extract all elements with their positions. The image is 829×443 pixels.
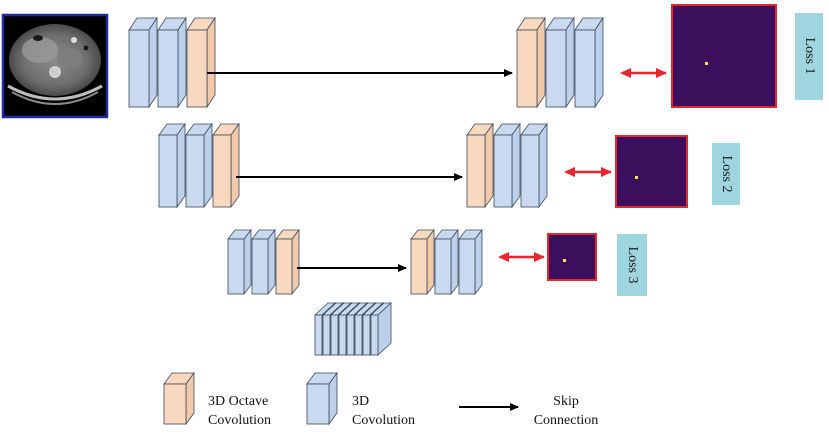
encoder-level3-conv-block-2 <box>251 228 276 296</box>
legend-skip-line1: Skip <box>553 394 579 409</box>
loss-box-3: Loss 3 <box>617 234 647 296</box>
legend-conv-line1: 3D <box>352 394 369 409</box>
encoder-level3-conv-block-1 <box>227 228 252 296</box>
encoder-level2-conv-block-1 <box>158 122 186 209</box>
loss-label-3: Loss 3 <box>625 247 640 284</box>
decoder-level1-octave-block-1 <box>516 16 546 109</box>
encoder-level2-octave-block-3 <box>212 122 240 209</box>
decoder-level3-octave-block-1 <box>410 228 435 296</box>
decoder-level3-conv-block-2 <box>434 228 459 296</box>
decoder-level2-conv-block-3 <box>520 122 548 209</box>
loss-label-1: Loss 1 <box>802 38 817 75</box>
decoder-level1-conv-block-3 <box>574 16 604 109</box>
encoder-level1-octave-block-3 <box>186 16 216 109</box>
octave-block-icon <box>163 371 195 426</box>
encoder-level1-conv-block-2 <box>157 16 187 109</box>
input-ct-image <box>1 13 109 119</box>
decoder-level1-conv-block-2 <box>545 16 575 109</box>
prediction-map-1 <box>671 4 777 108</box>
legend-skip-line2: Connection <box>534 413 599 428</box>
prediction-map-3 <box>547 233 597 281</box>
prediction-map-2 <box>615 135 688 208</box>
decoder-level2-octave-block-1 <box>466 122 494 209</box>
decoder-level3-conv-block-3 <box>458 228 483 296</box>
legend-conv-line2: Covolution <box>352 413 415 428</box>
conv-block-icon <box>306 371 338 426</box>
loss-label-2: Loss 2 <box>719 156 734 193</box>
prediction-map-3-lesion-dot <box>563 259 566 262</box>
prediction-map-2-lesion-dot <box>635 176 638 179</box>
encoder-level1-conv-block-1 <box>128 16 158 109</box>
legend-octave-line1: 3D Octave <box>208 394 268 409</box>
bottleneck-conv-slice-8 <box>369 302 393 356</box>
loss-box-2: Loss 2 <box>712 143 740 205</box>
loss-box-1: Loss 1 <box>795 13 823 100</box>
legend-octave-line2: Covolution <box>208 413 271 428</box>
decoder-level2-conv-block-2 <box>493 122 521 209</box>
encoder-level2-conv-block-2 <box>185 122 213 209</box>
prediction-map-1-lesion-dot <box>705 62 708 65</box>
legend: 3D Octave Covolution 3D Covolution Skip … <box>163 371 599 428</box>
encoder-level3-octave-block-3 <box>275 228 300 296</box>
